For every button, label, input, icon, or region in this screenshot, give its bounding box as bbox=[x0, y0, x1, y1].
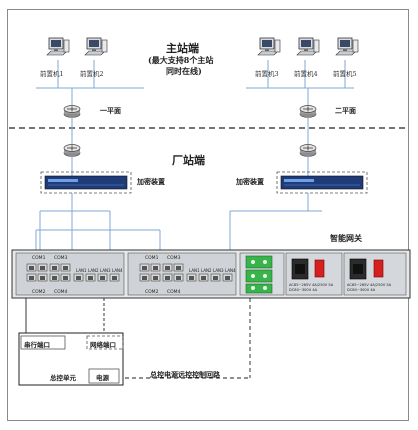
port-label-com3-card2: COM3 bbox=[167, 256, 181, 261]
computer-icon-1 bbox=[46, 37, 70, 56]
lan-label-3: LAN3 bbox=[100, 268, 111, 273]
computer-icon-3 bbox=[257, 37, 281, 56]
lan-label-3-card2: LAN3 bbox=[213, 268, 224, 273]
port-label-com4: COM4 bbox=[54, 290, 68, 295]
router-icon-plane1 bbox=[63, 105, 81, 118]
psu2-spec-2: DC80~300V 4A bbox=[347, 288, 376, 292]
psu1-spec-2: DC80~300V 4A bbox=[289, 288, 318, 292]
lan-label-4: LAN4 bbox=[112, 268, 123, 273]
control-loop-label: 总控电源远控控制回路 bbox=[150, 370, 220, 379]
control-unit-box bbox=[18, 332, 124, 386]
terminal-block bbox=[245, 255, 273, 294]
plane-two-label: 二平面 bbox=[335, 106, 356, 115]
plane-one-label: 一平面 bbox=[100, 106, 121, 115]
computer-icon-5 bbox=[335, 37, 359, 56]
computer-icon-4 bbox=[296, 37, 320, 56]
lan-label-1: LAN1 bbox=[76, 268, 87, 273]
encryption-label-right: 加密装置 bbox=[236, 177, 264, 186]
port-label-com2: COM2 bbox=[32, 290, 46, 295]
master-station-title: 主站端 bbox=[166, 42, 199, 55]
encryption-device-right bbox=[276, 171, 368, 194]
network-port-label: 网络端口 bbox=[90, 341, 116, 349]
computer-label-5: 前置机5 bbox=[333, 70, 357, 78]
lan-label-1-card2: LAN1 bbox=[189, 268, 200, 273]
port-label-com4-card2: COM4 bbox=[167, 290, 181, 295]
port-label-com2-card2: COM2 bbox=[145, 290, 159, 295]
computer-label-1: 前置机1 bbox=[40, 70, 64, 78]
psu2-spec-1: AC85~265V 4A/250V 5A bbox=[347, 283, 392, 287]
computer-icon-2 bbox=[84, 37, 108, 56]
lan-label-2: LAN2 bbox=[88, 268, 99, 273]
control-unit-label: 总控单元 bbox=[50, 374, 76, 382]
router-icon-plant-left bbox=[63, 144, 81, 157]
port-label-com1-card2: COM1 bbox=[145, 256, 159, 261]
encryption-device-left bbox=[40, 171, 132, 194]
computer-label-4: 前置机4 bbox=[294, 70, 318, 78]
power-label: 电源 bbox=[96, 374, 109, 382]
router-icon-plane2 bbox=[299, 105, 317, 118]
plant-station-title: 厂站端 bbox=[172, 154, 205, 167]
router-icon-plant-right bbox=[299, 144, 317, 157]
master-station-note-1: (最大支持8个主站 bbox=[148, 55, 214, 65]
master-station-note-2: 同时在线) bbox=[166, 66, 202, 76]
computer-label-3: 前置机3 bbox=[255, 70, 279, 78]
psu1-spec-1: AC85~265V 4A/250V 5A bbox=[289, 283, 334, 287]
encryption-label-left: 加密装置 bbox=[137, 177, 165, 186]
diagram-frame bbox=[7, 9, 409, 421]
plant-lan-lines bbox=[35, 193, 322, 283]
power-supply-2 bbox=[349, 258, 384, 280]
port-label-com3: COM3 bbox=[54, 256, 68, 261]
lan-label-2-card2: LAN2 bbox=[201, 268, 212, 273]
lan-label-4-card2: LAN4 bbox=[225, 268, 236, 273]
computer-label-2: 前置机2 bbox=[80, 70, 104, 78]
control-wiring bbox=[25, 298, 251, 379]
smart-gateway-label: 智能网关 bbox=[330, 233, 362, 243]
serial-port-label: 串行端口 bbox=[24, 341, 50, 349]
port-label-com1: COM1 bbox=[32, 256, 46, 261]
power-supply-1 bbox=[291, 258, 325, 280]
